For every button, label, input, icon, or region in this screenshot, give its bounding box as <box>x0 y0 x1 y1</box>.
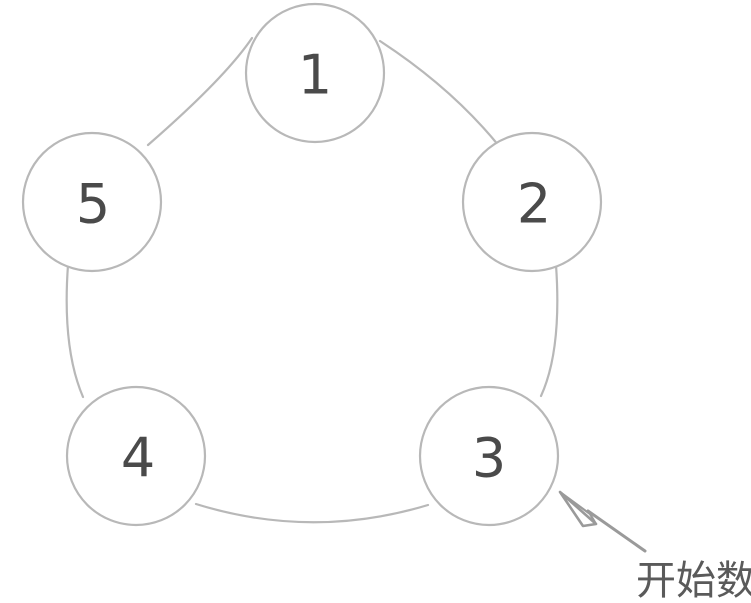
edge-group <box>65 36 559 524</box>
node-3-label: 3 <box>472 427 506 490</box>
node-4-label: 4 <box>121 427 155 490</box>
edge-5-to-1 <box>146 36 254 147</box>
node-2[interactable]: 2 <box>461 131 603 273</box>
node-2-label: 2 <box>517 173 551 236</box>
edge-3-to-4 <box>194 502 430 524</box>
edge-2-to-3 <box>539 263 559 398</box>
edge-1-to-2 <box>378 39 501 148</box>
start-pointer-arrow-head-inner <box>559 491 597 525</box>
node-4[interactable]: 4 <box>65 385 207 527</box>
node-1-label: 1 <box>298 44 332 107</box>
node-5[interactable]: 5 <box>21 131 163 273</box>
start-pointer-arrow-shaft <box>586 509 647 553</box>
node-3[interactable]: 3 <box>418 385 560 527</box>
start-pointer-annotation <box>558 490 647 553</box>
node-2-circle[interactable] <box>461 131 603 273</box>
node-1[interactable]: 1 <box>244 2 386 144</box>
start-label: 开始数 <box>636 558 751 603</box>
node-4-circle[interactable] <box>65 385 207 527</box>
node-5-circle[interactable] <box>21 131 163 273</box>
edge-4-to-5 <box>65 263 85 399</box>
node-3-circle[interactable] <box>418 385 560 527</box>
node-1-circle[interactable] <box>244 2 386 144</box>
start-pointer-arrow-head <box>558 490 598 528</box>
node-5-label: 5 <box>76 173 110 236</box>
